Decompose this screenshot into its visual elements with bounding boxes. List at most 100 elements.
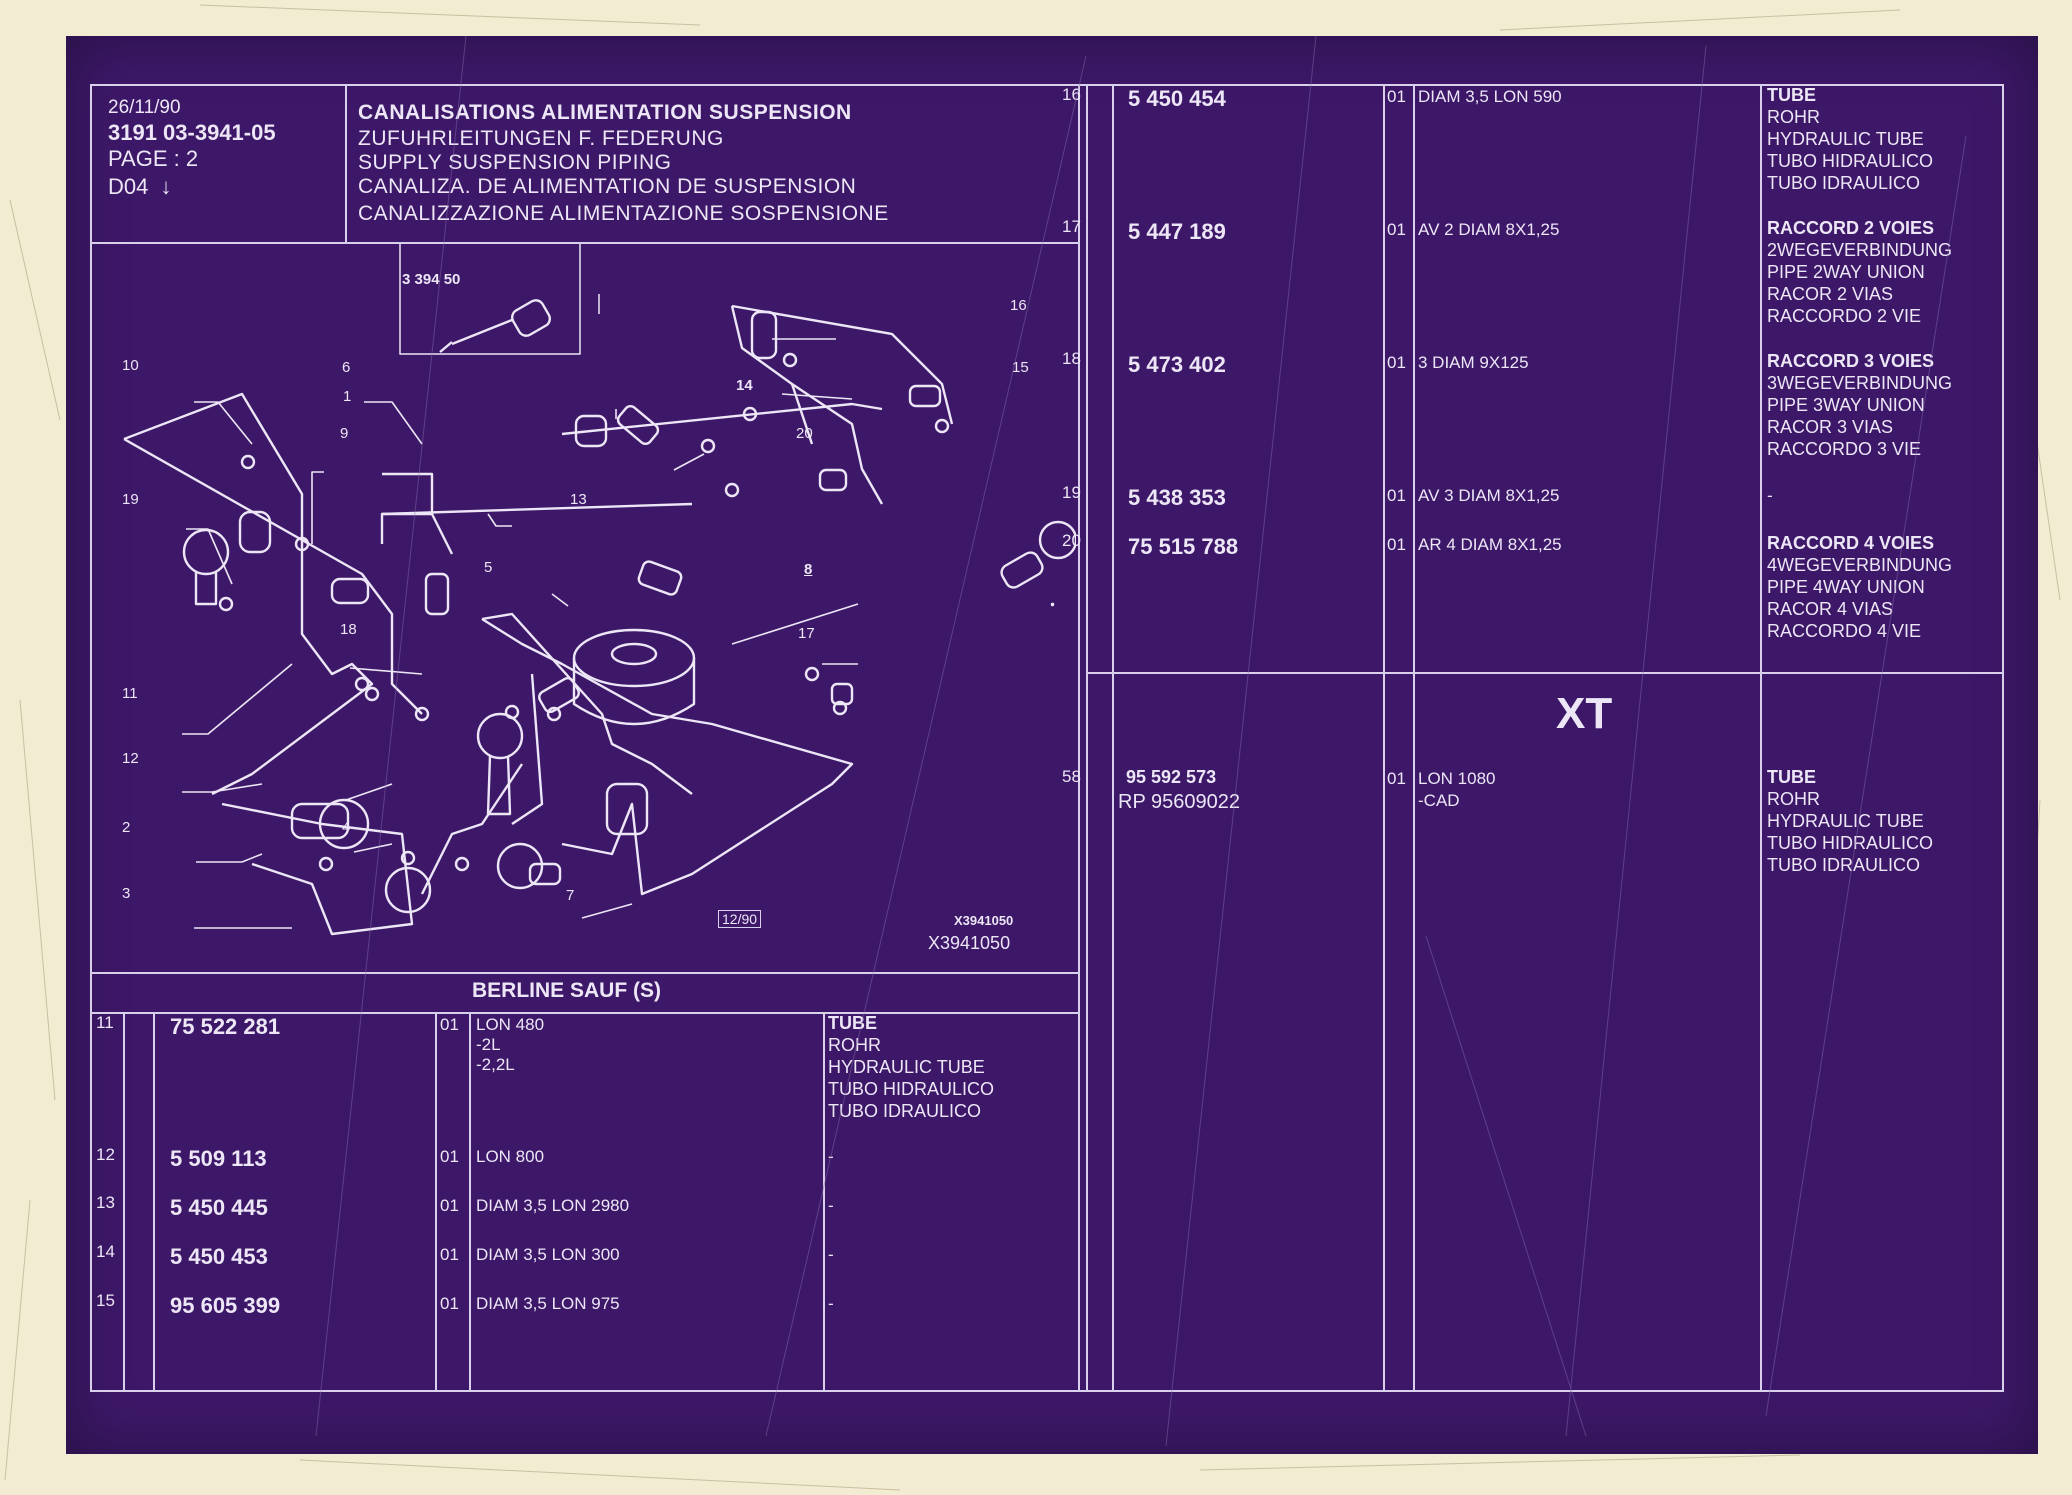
row-desc: DIAM 3,5 LON 300 — [476, 1245, 620, 1264]
header-section: D04 ↓ — [108, 176, 171, 198]
diagram-label-12: 12 — [122, 750, 139, 767]
xt-desc: -CAD — [1418, 791, 1460, 810]
name-fr: RACCORD 2 VOIES — [1767, 218, 1935, 238]
row-desc: AR 4 DIAM 8X1,25 — [1418, 535, 1562, 554]
diagram-label-9: 9 — [340, 425, 349, 442]
header-page: PAGE : 2 — [108, 146, 199, 171]
row-desc: DIAM 3,5 LON 590 — [1418, 87, 1562, 106]
name-it: TUBO IDRAULICO — [828, 1101, 982, 1121]
diagram-code-top: X3941050 — [954, 913, 1014, 928]
row-qty: 01 — [440, 1147, 459, 1166]
name-it: RACCORDO 2 VIE — [1767, 306, 1922, 326]
diagram-label-16: 16 — [1010, 297, 1027, 314]
row-name: - — [828, 1196, 834, 1215]
row-desc: LON 480 — [476, 1015, 545, 1034]
right-col-4 — [1760, 84, 1762, 1390]
xt-row-num: 58 — [1062, 767, 1081, 786]
xt-desc: LON 1080 — [1418, 769, 1496, 788]
xt-divider — [1086, 672, 2004, 674]
name-de: ROHR — [1767, 107, 1820, 127]
row-desc: 3 DIAM 9X125 — [1418, 353, 1529, 372]
row-num: 19 — [1062, 483, 1081, 502]
row-names: TUBE ROHR HYDRAULIC TUBE TUBO HIDRAULICO… — [828, 1012, 994, 1122]
row-name: - — [1767, 486, 1773, 505]
row-names: RACCORD 2 VOIES 2WEGEVERBINDUNG PIPE 2WA… — [1767, 217, 1952, 327]
row-num: 13 — [96, 1193, 115, 1212]
diagram-label-13: 13 — [570, 491, 587, 508]
name-fr: TUBE — [1767, 767, 1816, 787]
name-de: 2WEGEVERBINDUNG — [1767, 240, 1953, 260]
name-es: TUBO HIDRAULICO — [1767, 151, 1934, 171]
name-de: ROHR — [828, 1035, 881, 1055]
row-qty: 01 — [1387, 220, 1406, 239]
title-es: CANALIZA. DE ALIMENTATION DE SUSPENSION — [358, 175, 857, 198]
name-en: HYDRAULIC TUBE — [1767, 129, 1924, 149]
header-col-divider — [345, 84, 347, 242]
diagram-label-2: 2 — [122, 819, 131, 836]
row-desc: LON 800 — [476, 1147, 545, 1166]
row-names: TUBE ROHR HYDRAULIC TUBE TUBO HIDRAULICO… — [1767, 84, 1933, 194]
title-fr: CANALISATIONS ALIMENTATION SUSPENSION — [358, 101, 852, 124]
title-it: CANALIZZAZIONE ALIMENTAZIONE SOSPENSIONE — [358, 202, 889, 225]
row-qty: 01 — [1387, 353, 1406, 372]
left-col-3 — [435, 1012, 437, 1390]
row-name: - — [828, 1245, 834, 1264]
name-it: TUBO IDRAULICO — [1767, 855, 1921, 875]
row-num: 15 — [96, 1291, 115, 1310]
part-number: 75 515 788 — [1128, 534, 1239, 559]
diagram-label-10: 10 — [122, 357, 139, 374]
row-qty: 01 — [1387, 486, 1406, 505]
name-fr: RACCORD 4 VOIES — [1767, 533, 1935, 553]
row-num: 16 — [1062, 85, 1081, 104]
part-number: 5 450 454 — [1128, 86, 1226, 111]
name-es: RACOR 3 VIAS — [1767, 417, 1894, 437]
exploded-diagram — [123, 244, 1076, 936]
parts-sheet: 26/11/90 3191 03-3941-05 PAGE : 2 D04 ↓ … — [66, 36, 2038, 1454]
section-divider — [90, 1012, 1078, 1014]
arrow-down-icon: ↓ — [160, 174, 172, 199]
header-date: 26/11/90 — [108, 97, 181, 118]
row-desc: DIAM 3,5 LON 2980 — [476, 1196, 630, 1215]
part-number: 5 473 402 — [1128, 352, 1226, 377]
title-de: ZUFUHRLEITUNGEN F. FEDERUNG — [358, 127, 724, 150]
row-names: RACCORD 4 VOIES 4WEGEVERBINDUNG PIPE 4WA… — [1767, 532, 1952, 642]
diagram-label-4: 4 — [342, 819, 351, 836]
xt-part-number: 95 592 573 — [1126, 767, 1217, 787]
name-de: 4WEGEVERBINDUNG — [1767, 555, 1953, 575]
name-en: PIPE 3WAY UNION — [1767, 395, 1925, 415]
name-fr: RACCORD 3 VOIES — [1767, 351, 1935, 371]
name-es: RACOR 2 VIAS — [1767, 284, 1894, 304]
right-col-3 — [1413, 84, 1415, 1390]
diagram-label-19: 19 — [122, 491, 139, 508]
film-scratches — [315, 36, 1967, 1447]
diagram-label-20: 20 — [796, 425, 813, 442]
left-col-5 — [823, 1012, 825, 1390]
part-number: 95 605 399 — [170, 1293, 281, 1318]
diagram-label-7: 7 — [566, 887, 575, 904]
frame-left — [90, 84, 92, 1390]
header-ref: 3191 03-3941-05 — [108, 120, 276, 145]
diagram-label-15: 15 — [1012, 359, 1029, 376]
xt-part-alt: RP 95609022 — [1118, 791, 1240, 813]
row-num: 11 — [96, 1013, 114, 1032]
row-desc: AV 2 DIAM 8X1,25 — [1418, 220, 1560, 239]
row-qty: 01 — [440, 1294, 459, 1313]
row-qty: 01 — [1387, 535, 1406, 554]
row-num: 20 — [1062, 531, 1081, 550]
left-col-1 — [123, 1012, 125, 1390]
name-es: TUBO HIDRAULICO — [828, 1079, 995, 1099]
row-desc: -2,2L — [476, 1055, 515, 1074]
left-col-4 — [469, 1012, 471, 1390]
diagram-label-17: 17 — [798, 625, 815, 642]
section-code: D04 — [108, 174, 149, 199]
row-qty: 01 — [440, 1245, 459, 1264]
row-qty: 01 — [440, 1015, 459, 1034]
name-es: TUBO HIDRAULICO — [1767, 833, 1934, 853]
frame-bottom — [90, 1390, 2004, 1392]
row-num: 12 — [96, 1145, 115, 1164]
name-es: RACOR 4 VIAS — [1767, 599, 1894, 619]
diagram-label-1: 1 — [343, 388, 352, 405]
row-num: 17 — [1062, 217, 1081, 236]
xt-names: TUBE ROHR HYDRAULIC TUBE TUBO HIDRAULICO… — [1767, 766, 1933, 876]
row-desc: DIAM 3,5 LON 975 — [476, 1294, 620, 1313]
